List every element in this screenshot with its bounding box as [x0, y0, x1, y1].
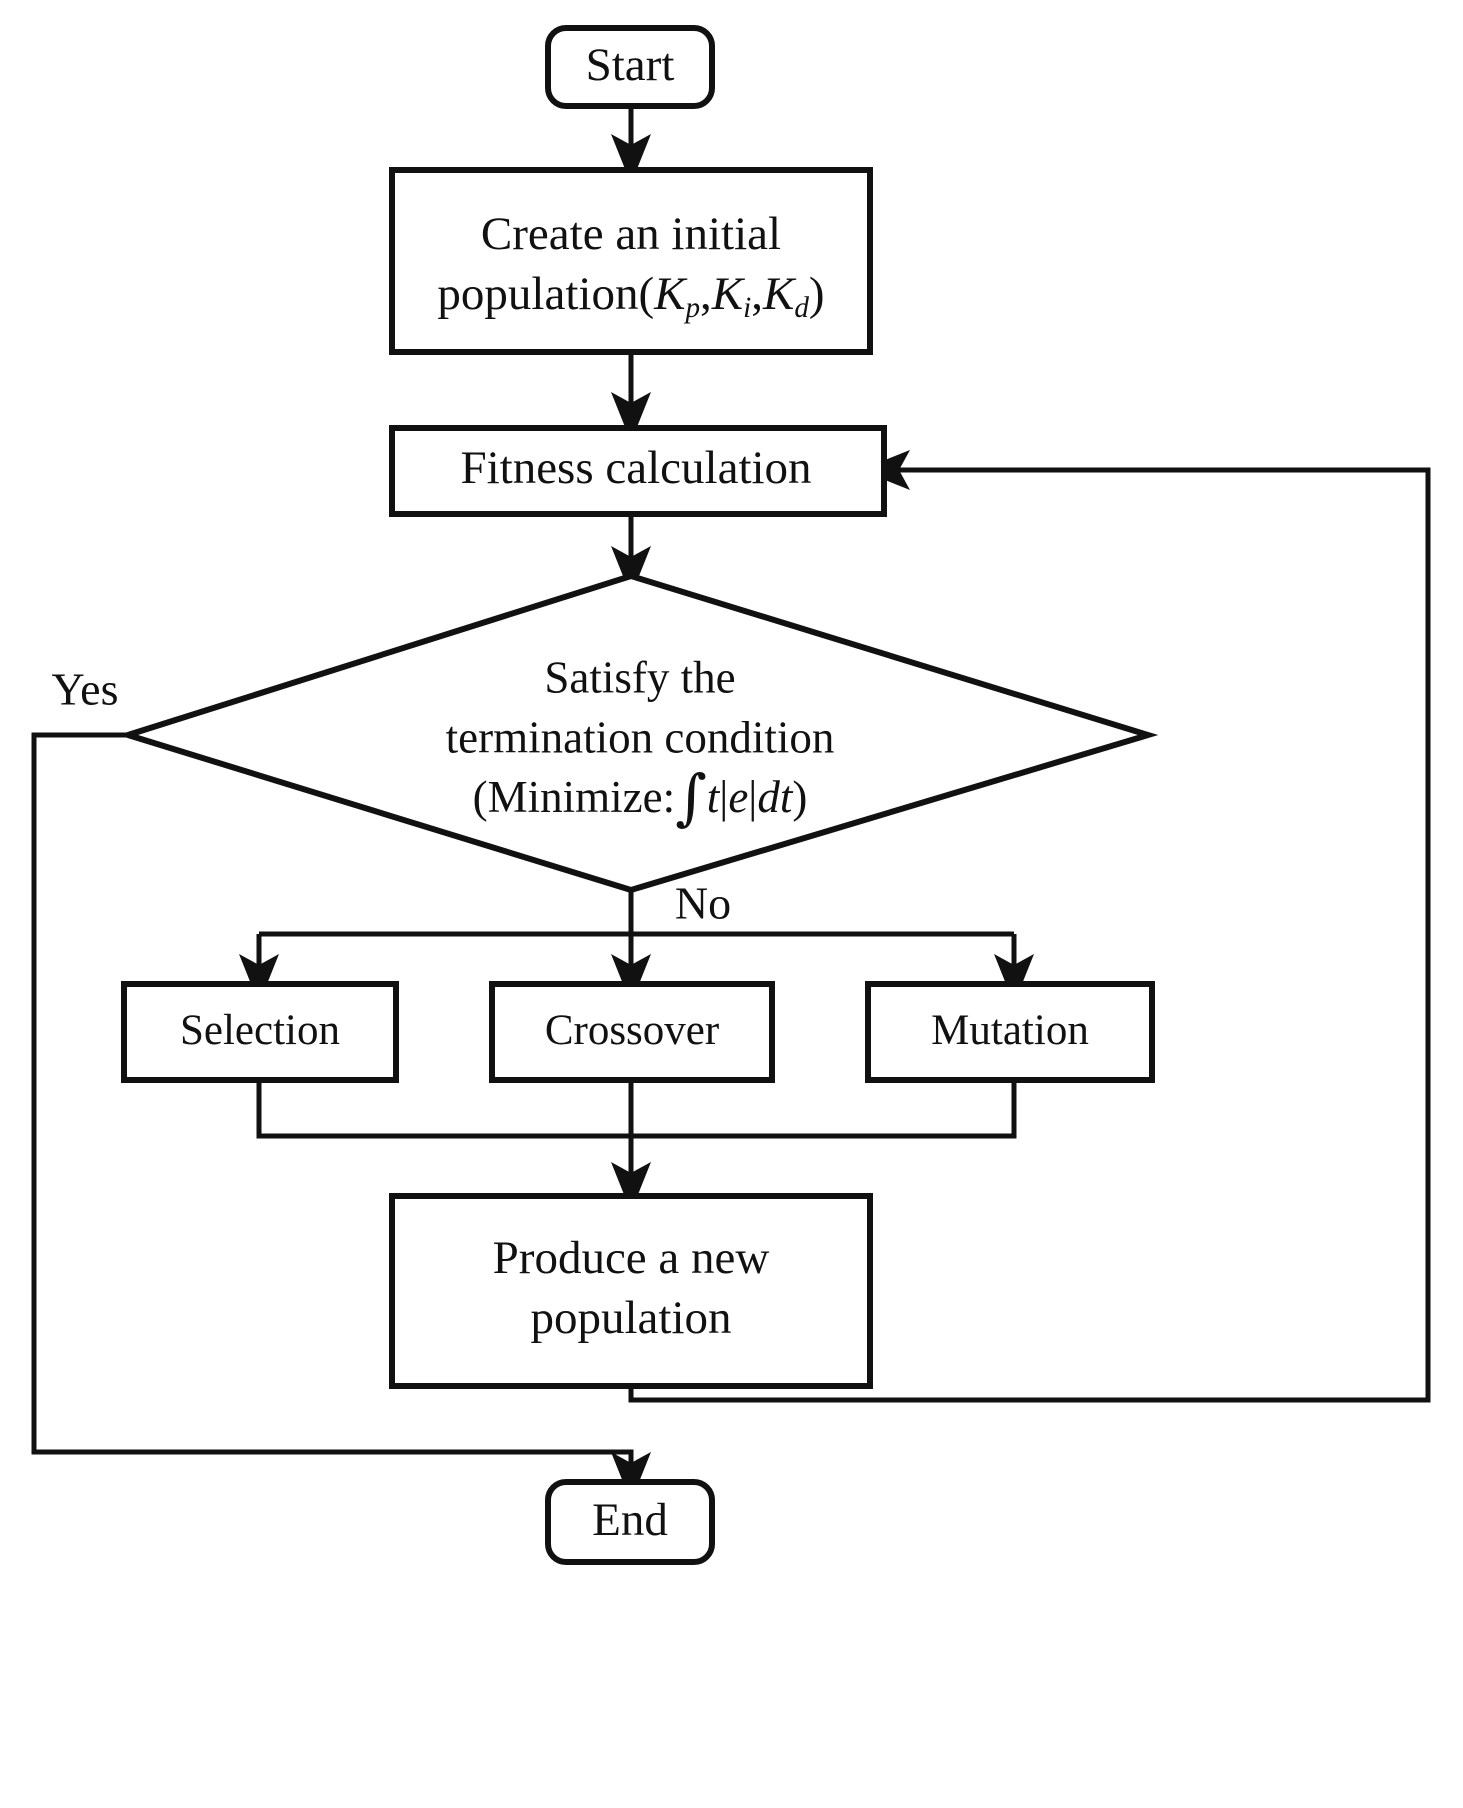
- node-selection-label: Selection: [180, 1007, 340, 1054]
- edge-selection-to-merge: [256, 1080, 631, 1139]
- integral-icon: ∫: [675, 763, 707, 833]
- node-init-population-line1: Create an initial: [481, 208, 781, 260]
- init-pop-k1: K: [653, 268, 688, 320]
- node-mutation-label: Mutation: [931, 1007, 1089, 1054]
- init-pop-suffix: ): [809, 268, 825, 320]
- init-pop-k1-sub: p: [683, 292, 700, 324]
- node-crossover[interactable]: Crossover: [489, 981, 775, 1083]
- decision-dt: dt: [757, 772, 794, 822]
- edge-newpop-to-fitness-feedback: [628, 450, 1431, 1403]
- node-decision-line3: (Minimize:∫t|e|dt): [473, 763, 808, 833]
- init-pop-prefix: population(: [437, 268, 654, 320]
- node-create-initial-population[interactable]: Create an initial population(Kp,Ki,Kd): [389, 167, 873, 355]
- edge-label-no: No: [675, 878, 731, 929]
- node-fitness-calculation[interactable]: Fitness calculation: [389, 425, 887, 517]
- init-pop-k3: K: [762, 268, 797, 320]
- decision-minimize-prefix: (Minimize:: [473, 772, 675, 822]
- node-fitness-label: Fitness calculation: [460, 442, 811, 494]
- node-start-label: Start: [586, 39, 675, 91]
- node-selection[interactable]: Selection: [121, 981, 399, 1083]
- edge-decision-yes-to-end: [31, 732, 651, 1503]
- init-pop-k2: K: [711, 268, 746, 320]
- node-decision-termination[interactable]: Satisfy the termination condition (Minim…: [117, 572, 1159, 894]
- init-pop-k2-sub: i: [743, 292, 751, 324]
- init-pop-sep2: ,: [751, 268, 763, 320]
- decision-t: t: [707, 772, 721, 822]
- init-pop-sep1: ,: [700, 268, 712, 320]
- decision-bar-open: |: [719, 772, 728, 822]
- node-crossover-label: Crossover: [545, 1007, 719, 1054]
- node-produce-new-population[interactable]: Produce a new population: [389, 1193, 873, 1389]
- node-start[interactable]: Start: [545, 25, 715, 109]
- node-newpop-line2: population: [530, 1292, 731, 1344]
- node-end[interactable]: End: [545, 1479, 715, 1565]
- decision-suffix: ): [792, 772, 807, 822]
- edge-label-yes: Yes: [52, 664, 119, 715]
- node-mutation[interactable]: Mutation: [865, 981, 1155, 1083]
- node-decision-line2: termination condition: [446, 712, 835, 762]
- node-decision-line1: Satisfy the: [544, 652, 735, 702]
- init-pop-k3-sub: d: [794, 292, 809, 324]
- node-init-population-line2: population(Kp,Ki,Kd): [437, 268, 824, 324]
- decision-e: e: [728, 772, 748, 822]
- edge-mutation-to-merge: [631, 1080, 1017, 1139]
- decision-bar-close: |: [748, 772, 757, 822]
- node-newpop-line1: Produce a new: [493, 1232, 770, 1284]
- node-end-label: End: [592, 1494, 668, 1546]
